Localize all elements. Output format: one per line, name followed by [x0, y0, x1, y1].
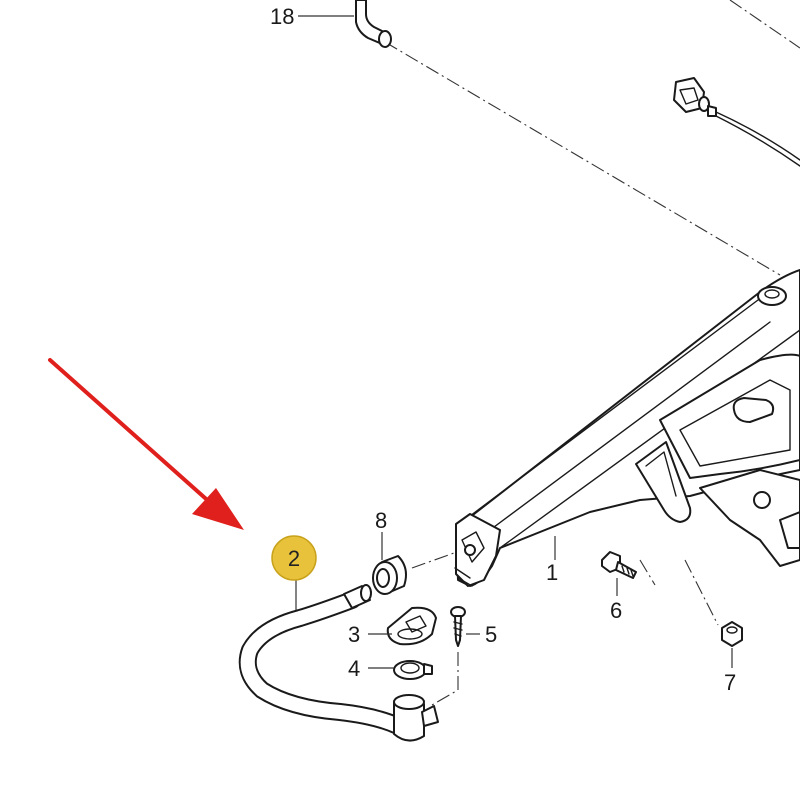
- part-8-grommet: [372, 555, 407, 595]
- callout-18: 18: [270, 4, 294, 29]
- callout-1: 1: [546, 560, 558, 585]
- callout-2: 2: [288, 546, 300, 571]
- red-arrow-icon: [48, 358, 244, 530]
- arrow-head: [192, 488, 244, 530]
- callout-3: 3: [348, 622, 360, 647]
- callout-4: 4: [348, 656, 360, 681]
- sensor-with-cable: [673, 77, 800, 167]
- part-1-frame-arm: [454, 269, 800, 587]
- highlight-badge-2: 2: [271, 535, 317, 581]
- arrow-shaft: [48, 358, 216, 508]
- badge-circle: [271, 535, 317, 581]
- part-7-nut: [721, 621, 743, 647]
- part-2-hose: [238, 584, 407, 735]
- part-6-bolt: [601, 551, 637, 579]
- part-5-screw: [450, 606, 466, 647]
- part-4-clamp: [393, 660, 433, 680]
- callout-7: 7: [724, 670, 736, 695]
- callout-8: 8: [375, 508, 387, 533]
- reservoir-neck: [393, 694, 439, 742]
- alignment-lines: [384, 0, 800, 706]
- callout-labels: 18 8 3 4 5 1 6 7: [270, 4, 736, 695]
- part-3-gasket: [386, 606, 437, 646]
- callout-5: 5: [485, 622, 497, 647]
- callout-6: 6: [610, 598, 622, 623]
- leader-lines: [295, 15, 733, 669]
- part-18-elbow: [355, 0, 392, 48]
